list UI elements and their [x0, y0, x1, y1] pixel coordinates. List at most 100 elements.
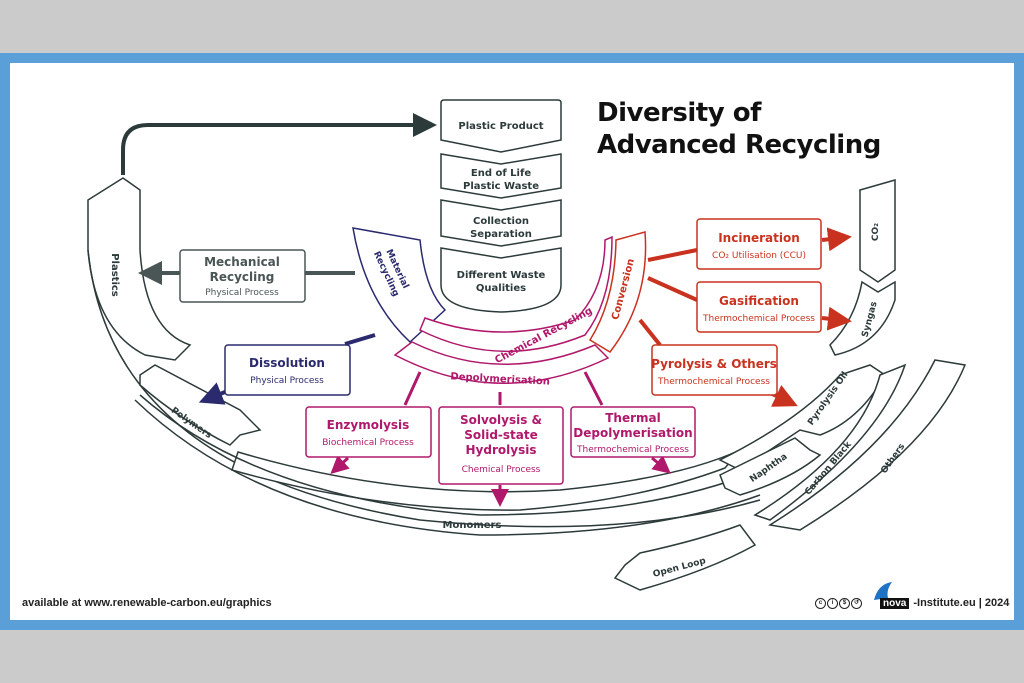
diagram-label: Separation	[470, 229, 532, 240]
naphtha-band	[719, 437, 822, 496]
process-pyrolysis: Pyrolysis & Others Thermochemical Proces…	[651, 344, 778, 396]
diagram-label: Depolymerisation	[450, 371, 550, 387]
monomers-band	[231, 449, 741, 511]
polymers-band	[139, 364, 262, 446]
diagram-shape	[134, 399, 761, 536]
diagram-label: Depolymerisation	[573, 426, 692, 440]
diagram-label: Mechanical	[204, 255, 280, 269]
open-loop-band	[613, 524, 757, 591]
pyrolysis-oil-band	[718, 364, 886, 471]
diagram-label: Plastic Waste	[463, 181, 539, 192]
process-box	[438, 406, 564, 485]
outer-arc	[87, 249, 761, 528]
syngas-band	[829, 280, 896, 356]
others-band	[767, 359, 967, 531]
process-box	[224, 344, 351, 396]
nova-logo-icon	[874, 582, 892, 600]
diagram-label: Enzymolysis	[327, 418, 410, 432]
diagram-label: Thermochemical Process	[576, 445, 689, 455]
carbon-black-band	[753, 363, 907, 521]
diagram-label: Chemical Process	[462, 465, 541, 475]
connector-line	[583, 371, 604, 406]
return-arrow	[121, 113, 437, 175]
diagram-label: Incineration	[718, 231, 800, 245]
process-box	[305, 406, 432, 458]
diagram-label: Dissolution	[249, 356, 325, 370]
nova-brand: nova	[880, 597, 910, 609]
plastics-label: Plastics	[109, 253, 120, 297]
source-link[interactable]: available at www.renewable-carbon.eu/gra…	[22, 597, 272, 609]
chain-waste-qualities: Different Waste Qualities	[440, 247, 562, 313]
diagram-label: Gasification	[719, 294, 799, 308]
diagram-shape	[440, 153, 562, 199]
diagram-shape	[440, 199, 562, 247]
connector-line	[638, 318, 662, 347]
process-enzymolysis: Enzymolysis Biochemical Process	[305, 406, 432, 458]
diagram-label: Biochemical Process	[322, 438, 414, 448]
segment-conversion: Conversion	[588, 231, 647, 353]
diagram-label: Physical Process	[250, 376, 324, 386]
process-gasification: Gasification Thermochemical Process	[696, 281, 822, 333]
page-title: Diversity of Advanced Recycling	[597, 97, 881, 161]
chain-end-of-life: End of Life Plastic Waste	[440, 153, 562, 199]
connector-line	[403, 371, 422, 406]
diagram-label: Thermochemical Process	[702, 314, 815, 324]
diagram-shape	[419, 235, 613, 352]
brand-suffix: -Institute.eu | 2024	[913, 597, 1010, 609]
plastics-band	[87, 177, 192, 361]
co2-label: CO₂	[871, 223, 881, 241]
monomers-band-outer	[139, 394, 761, 516]
connector-line	[344, 333, 376, 346]
segment-material-recycling: Material Recycling	[352, 227, 447, 344]
diagram-label: Plastic Product	[458, 121, 543, 132]
license-icons: c i $ ↺	[815, 597, 862, 609]
process-incineration: Incineration CO₂ Utilisation (CCU)	[696, 218, 822, 270]
process-dissolution: Dissolution Physical Process	[224, 344, 351, 396]
connector-line	[821, 227, 852, 252]
connector-line	[821, 306, 852, 331]
diagram-label: Qualities	[476, 283, 526, 294]
sa-icon: ↺	[851, 597, 862, 609]
connector-line	[647, 248, 698, 262]
process-thermal-depolymerisation: Thermal Depolymerisation Thermochemical …	[570, 406, 696, 458]
diagram-label: CO₂ Utilisation (CCU)	[712, 251, 806, 261]
diagram-label: Different Waste	[457, 270, 546, 281]
diagram-label: Solid-state	[464, 428, 538, 442]
title-line-2: Advanced Recycling	[597, 130, 881, 160]
process-box	[696, 281, 822, 333]
nc-icon: $	[839, 597, 850, 609]
diagram-shape	[352, 227, 447, 344]
process-box	[651, 344, 778, 396]
segment-depolymerisation: Depolymerisation	[393, 341, 610, 388]
copyright: c i $ ↺ nova -Institute.eu | 2024	[815, 597, 1009, 609]
diagram-shape	[393, 341, 610, 384]
diagram-shape	[440, 247, 562, 313]
process-solvolysis: Solvolysis & Solid-state Hydrolysis Chem…	[438, 406, 564, 485]
title-line-1: Diversity of	[597, 98, 761, 128]
process-box	[570, 406, 696, 458]
chain-collection: Collection Separation	[440, 199, 562, 247]
process-box	[696, 218, 822, 270]
diagram-label: Recycling	[210, 270, 275, 284]
diagram-label: Hydrolysis	[466, 443, 537, 457]
connector-line	[651, 455, 671, 474]
by-icon: i	[827, 597, 838, 609]
diagram-shape	[440, 99, 562, 153]
diagram-label: End of Life	[471, 168, 531, 179]
cc-icon: c	[815, 597, 826, 609]
diagram-label: Collection	[473, 216, 529, 227]
diagram-label: Physical Process	[205, 288, 279, 298]
diagram-label: Solvolysis &	[460, 413, 542, 427]
co2-band	[859, 179, 896, 283]
diagram-shape	[588, 231, 647, 353]
connector-line	[647, 276, 698, 302]
diagram-label: Thermochemical Process	[657, 377, 770, 387]
diagram-label: Thermal	[605, 411, 661, 425]
process-mechanical-recycling: Mechanical Recycling Physical Process	[179, 249, 306, 303]
chain-plastic-product: Plastic Product	[440, 99, 562, 153]
diagram-label: Pyrolysis & Others	[651, 357, 777, 371]
process-box	[179, 249, 306, 303]
connector-line	[330, 455, 350, 475]
monomers-label: Monomers	[443, 520, 502, 531]
